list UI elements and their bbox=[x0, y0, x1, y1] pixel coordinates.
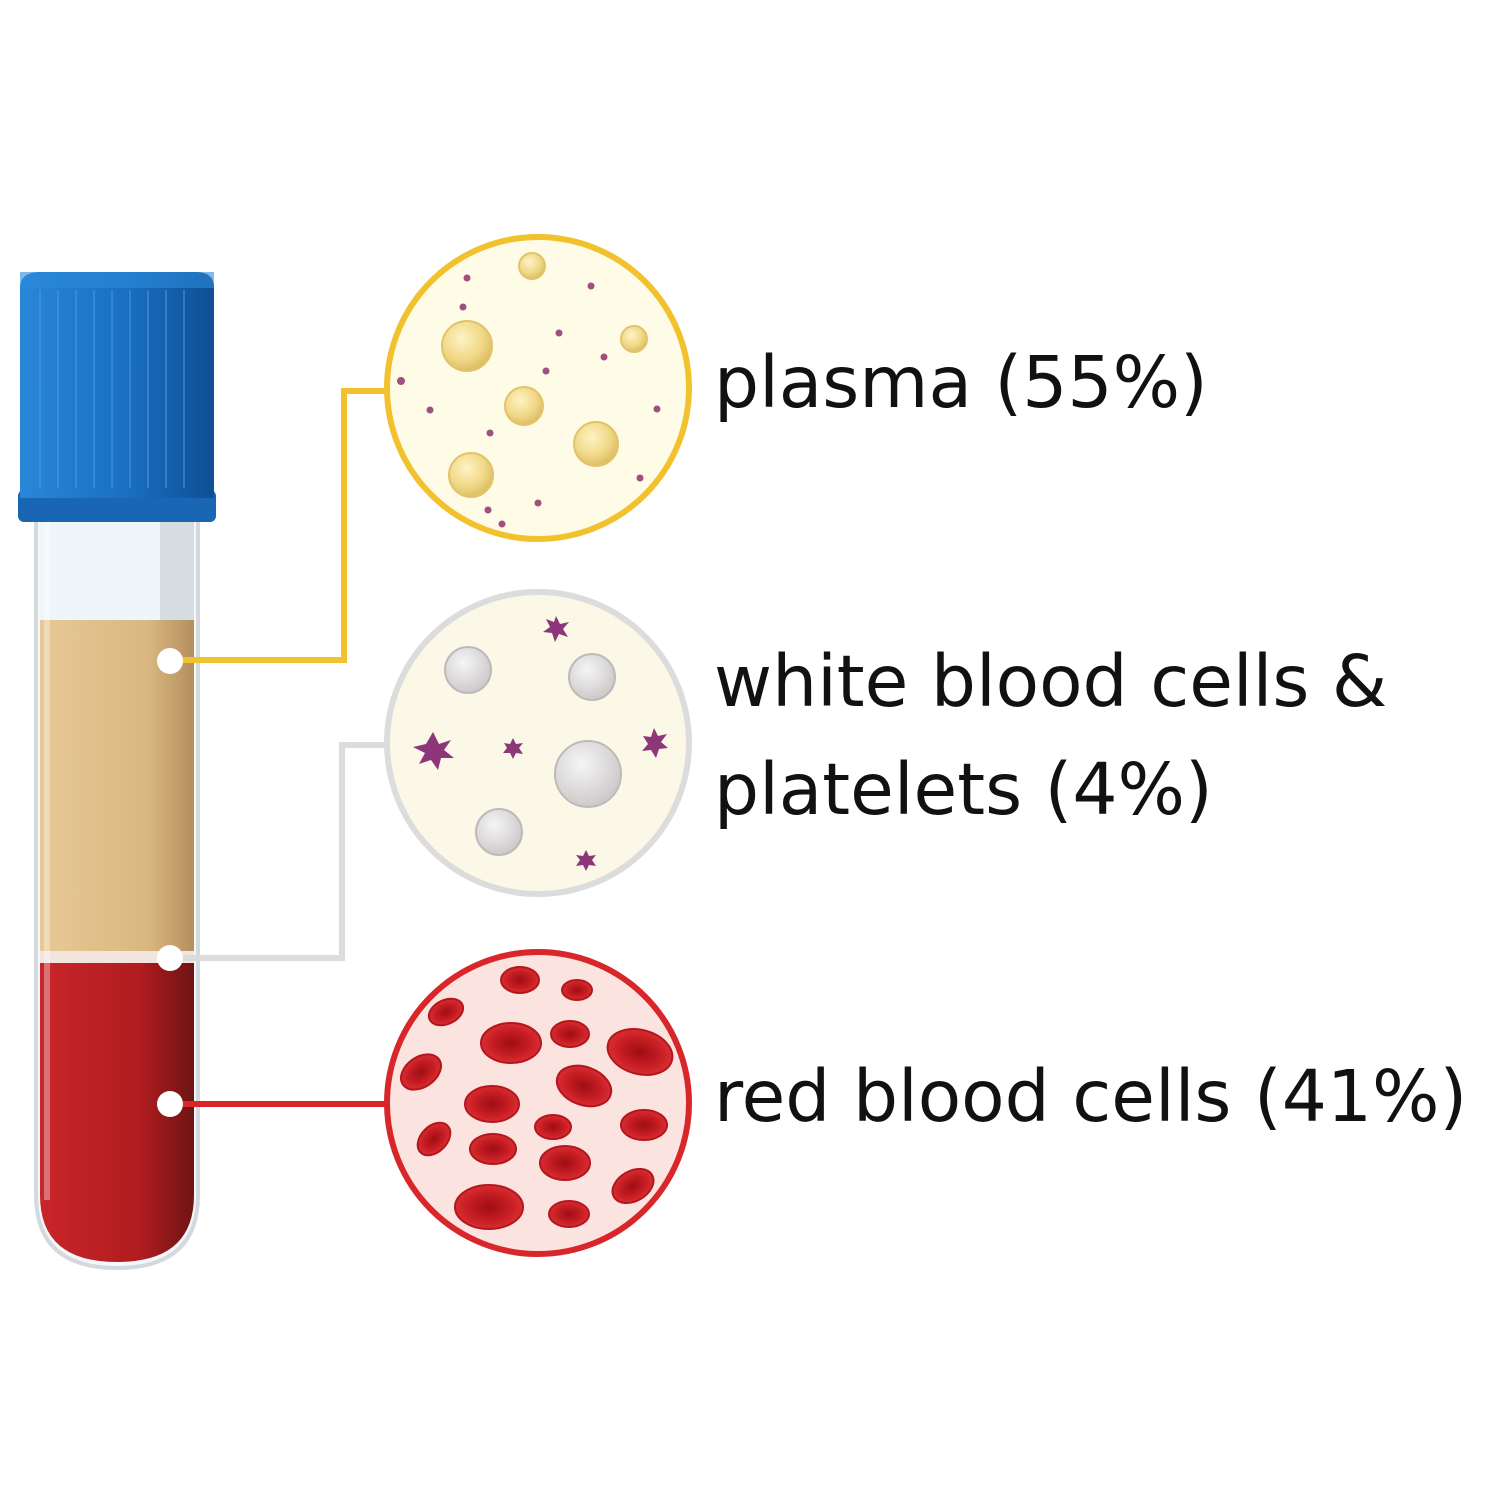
plasma-magnified-icon bbox=[384, 234, 692, 542]
tube-plasma-layer bbox=[40, 620, 194, 955]
tube-buffy-coat-layer bbox=[40, 951, 194, 963]
plasma-solute-dots bbox=[397, 274, 661, 528]
red-blood-cells bbox=[400, 966, 674, 1230]
rbc-marker-dot bbox=[157, 1091, 183, 1117]
plasma-protein-spheres bbox=[441, 252, 648, 498]
tube-cap bbox=[18, 272, 216, 522]
wbc-connector bbox=[157, 742, 387, 971]
plasma-connector bbox=[157, 388, 387, 674]
white-cells-magnified-icon bbox=[384, 589, 692, 897]
rbc-label: red blood cells (41%) bbox=[714, 1055, 1467, 1138]
wbc-platelets-label-line1: white blood cells & bbox=[714, 640, 1387, 723]
platelets bbox=[413, 616, 668, 871]
plasma-label: plasma (55%) bbox=[714, 341, 1208, 424]
white-blood-cells bbox=[444, 646, 622, 856]
test-tube-icon bbox=[18, 272, 216, 1271]
tube-red-cell-layer bbox=[40, 963, 194, 1262]
wbc-marker-dot bbox=[157, 945, 183, 971]
red-cells-magnified-icon bbox=[384, 949, 692, 1257]
plasma-marker-dot bbox=[157, 648, 183, 674]
wbc-platelets-label-line2: platelets (4%) bbox=[714, 748, 1213, 831]
rbc-connector bbox=[157, 1091, 387, 1117]
